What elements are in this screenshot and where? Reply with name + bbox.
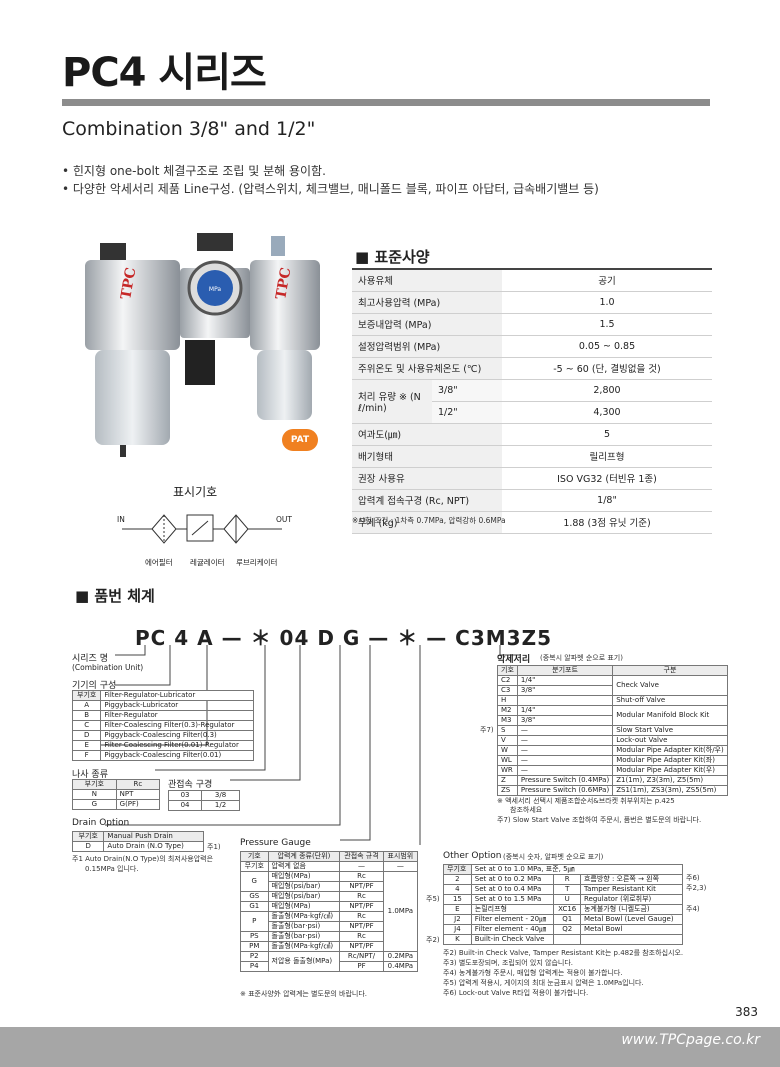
other-mark: 주6) xyxy=(686,874,700,882)
config-label: 기기의 구성 xyxy=(72,681,117,691)
product-image: MPa TPC TPC xyxy=(85,233,320,457)
symbol-out: OUT xyxy=(276,515,292,524)
other-note: 주3) 별도포장되며, 조립되어 있지 않습니다. xyxy=(443,959,574,967)
other-mark: 주4) xyxy=(686,905,700,913)
acc-label: 악세서리 xyxy=(497,655,531,665)
drain-note: 0.15MPa 입니다. xyxy=(85,865,139,873)
acc-note: 주7) Slow Start Valve 조합하여 주문시, 품번은 별도문의 … xyxy=(497,816,702,824)
other-mark: 주5) xyxy=(426,895,440,903)
thread-label: 나사 종류 xyxy=(72,770,108,780)
feature-bullet: • 힌지형 one-bolt 체결구조로 조립 및 분해 용이함. xyxy=(62,164,326,178)
pat-badge: PAT xyxy=(282,429,318,451)
other-note: 주4) 농계불가형 주문시, 매입형 압력계는 적용이 불가합니다. xyxy=(443,969,623,977)
order-title: ■ 품번 체계 xyxy=(75,587,155,605)
symbol-in: IN xyxy=(117,515,125,524)
symbol-label: 에어필터 xyxy=(145,558,173,567)
spec-note: ※시험 조건 : 1차측 0.7MPa, 압력강하 0.6MPa xyxy=(352,516,506,525)
series-sub: (Combination Unit) xyxy=(72,663,144,672)
page-title: PC4 시리즈 xyxy=(62,50,267,96)
acc-note: ※ 액세서리 선택시 제품조합순서&브라켓 취부위치는 p.425 xyxy=(497,797,675,805)
other-mark: 주2,3) xyxy=(686,884,707,892)
gauge-note: ※ 표준사양外 압력계는 별도문의 바랍니다. xyxy=(240,990,368,998)
symbol-label: 레귤레이터 xyxy=(190,558,225,567)
other-label: Other Option xyxy=(443,851,502,861)
symbol-title: 표시기호 xyxy=(173,485,218,499)
acc-note: 참조하세요 xyxy=(510,806,543,814)
other-mark: 주2) xyxy=(426,936,440,944)
other-sub: (중복시 숫자, 알파벳 순으로 표기) xyxy=(503,853,604,861)
symbol-label: 루브리케이터 xyxy=(236,558,278,567)
model-code: PC 4 A — ＊ 04 D G — ＊ — C3M3Z5 xyxy=(135,626,553,650)
gauge-label: Pressure Gauge xyxy=(240,838,311,848)
acc-mark: 주7) xyxy=(480,726,494,734)
other-note: 주2) Built-in Check Valve, Tamper Resista… xyxy=(443,949,684,957)
spec-title: ■ 표준사양 xyxy=(355,248,430,266)
other-note: 주6) Lock-out Valve R타입 적용이 불가합니다. xyxy=(443,989,589,997)
acc-sub: (중복시 알파벳 순으로 표기) xyxy=(540,654,623,662)
port-label: 관접속 구경 xyxy=(168,780,213,790)
order-connectors xyxy=(100,645,520,845)
title-rule xyxy=(62,99,710,106)
drain-note: 주1 Auto Drain(N.O Type)의 최저사용압력은 xyxy=(72,855,214,863)
drain-mark: 주1) xyxy=(207,843,221,851)
series-label: 시리즈 명 xyxy=(72,654,108,664)
pneumatic-symbol xyxy=(122,514,282,544)
page-number: 383 xyxy=(735,1005,758,1019)
drain-label: Drain Option xyxy=(72,818,130,828)
brand-logo: TPC xyxy=(118,266,139,300)
brand-logo: TPC xyxy=(273,266,294,300)
gauge-label: MPa xyxy=(209,286,222,293)
footer-url[interactable]: www.TPCpage.co.kr xyxy=(621,1032,760,1048)
page-subtitle: Combination 3/8" and 1/2" xyxy=(62,118,316,140)
footer-bar xyxy=(0,1027,780,1067)
feature-bullet: • 다양한 악세서리 제품 Line구성. (압력스위치, 체크밸브, 매니폴드… xyxy=(62,182,599,196)
other-note: 주5) 압력계 적용시, 게이지의 최대 눈금표시 압력은 1.0MPa입니다. xyxy=(443,979,644,987)
